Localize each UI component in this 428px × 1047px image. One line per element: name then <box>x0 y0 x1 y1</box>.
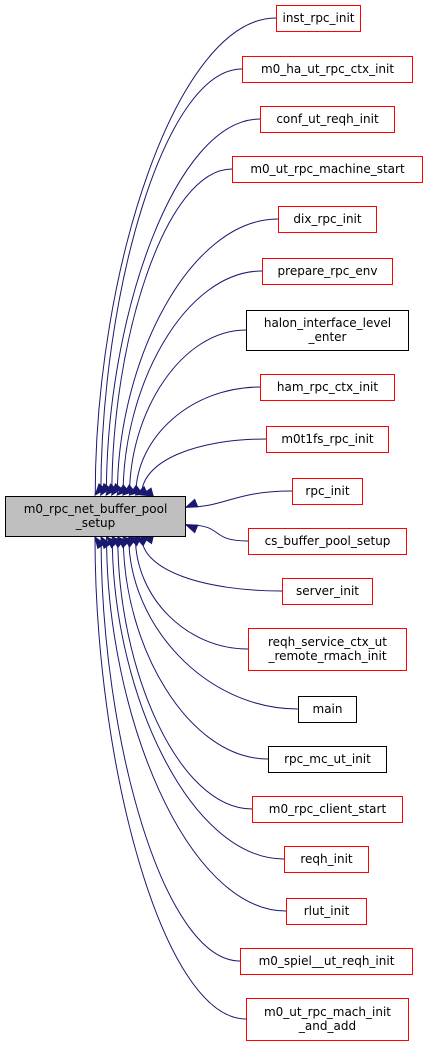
caller-node-12[interactable]: server_init <box>282 578 373 605</box>
caller-node-12-label-line: server_init <box>296 584 359 598</box>
caller-node-1[interactable]: inst_rpc_init <box>276 5 361 32</box>
root-node-box <box>5 496 186 537</box>
caller-node-7-label-line: halon_interface_level <box>264 316 391 330</box>
caller-node-6-box <box>262 258 393 285</box>
caller-node-14-box <box>298 696 357 723</box>
caller-node-7-box <box>246 310 409 351</box>
call-edge-9 <box>141 438 267 496</box>
caller-node-16[interactable]: m0_rpc_client_start <box>252 796 403 823</box>
call-edge-6 <box>122 270 263 496</box>
caller-node-18-label-line: rlut_init <box>304 904 350 918</box>
caller-node-13-box <box>248 628 407 671</box>
root-node-label-line: _setup <box>75 516 116 530</box>
caller-node-13-label-line: _remote_rmach_init <box>267 649 386 663</box>
call-edge-15 <box>122 536 269 760</box>
caller-node-6[interactable]: prepare_rpc_env <box>262 258 393 285</box>
call-edge-20 <box>94 536 247 1020</box>
caller-node-10[interactable]: rpc_init <box>292 478 363 505</box>
caller-node-5-box <box>278 206 377 233</box>
caller-node-1-box <box>276 5 361 32</box>
call-edge-12 <box>141 536 283 592</box>
caller-node-13[interactable]: reqh_service_ctx_ut_remote_rmach_init <box>248 628 407 671</box>
caller-node-19-box <box>240 948 413 975</box>
caller-node-2-label-line: m0_ha_ut_rpc_ctx_init <box>261 62 394 76</box>
caller-node-8-label-line: ham_rpc_ctx_init <box>277 380 378 394</box>
caller-node-16-box <box>252 796 403 823</box>
caller-node-4-label-line: m0_ut_rpc_machine_start <box>250 162 405 176</box>
caller-node-16-label-line: m0_rpc_client_start <box>269 802 387 816</box>
caller-node-11[interactable]: cs_buffer_pool_setup <box>248 528 407 555</box>
caller-node-7-label-line: _enter <box>307 330 346 344</box>
caller-node-9-box <box>266 426 389 453</box>
caller-node-17-box <box>284 846 369 873</box>
caller-node-15-label-line: rpc_mc_ut_init <box>284 752 371 766</box>
caller-node-4-box <box>232 156 423 183</box>
caller-node-9-label-line: m0t1fs_rpc_init <box>281 432 374 446</box>
caller-node-4[interactable]: m0_ut_rpc_machine_start <box>232 156 423 183</box>
call-edge-17 <box>111 536 285 860</box>
call-edge-8 <box>135 386 261 496</box>
caller-node-1-label-line: inst_rpc_init <box>282 11 354 25</box>
call-edge-16 <box>117 536 253 810</box>
call-edge-14 <box>128 536 299 710</box>
caller-node-11-label-line: cs_buffer_pool_setup <box>265 534 391 548</box>
caller-node-5[interactable]: dix_rpc_init <box>278 206 377 233</box>
caller-node-2[interactable]: m0_ha_ut_rpc_ctx_init <box>242 56 413 83</box>
caller-node-17-label-line: reqh_init <box>300 852 353 866</box>
caller-node-14[interactable]: main <box>298 696 357 723</box>
caller-node-8-box <box>260 374 395 401</box>
arrowhead-20 <box>94 535 106 550</box>
caller-node-13-label-line: reqh_service_ctx_ut <box>268 635 387 649</box>
call-edge-1 <box>94 17 277 496</box>
call-edge-4 <box>111 168 233 496</box>
caller-node-3[interactable]: conf_ut_reqh_init <box>260 106 395 133</box>
caller-node-15-box <box>268 746 387 773</box>
caller-node-19-label-line: m0_spiel__ut_reqh_init <box>259 954 395 968</box>
caller-node-20-label-line: _and_add <box>298 1019 356 1033</box>
root-node[interactable]: m0_rpc_net_buffer_pool_setup <box>5 496 186 537</box>
edges <box>94 17 299 1020</box>
call-edge-5 <box>116 218 279 496</box>
caller-node-20-label-line: m0_ut_rpc_mach_init <box>264 1005 391 1019</box>
caller-node-5-label-line: dix_rpc_init <box>293 212 361 226</box>
call-edge-3 <box>105 118 261 496</box>
caller-node-18[interactable]: rlut_init <box>286 898 367 925</box>
call-edge-18 <box>106 536 287 912</box>
arrowhead-1 <box>94 483 107 497</box>
caller-node-10-label-line: rpc_init <box>305 484 349 498</box>
arrowhead-11 <box>184 524 199 534</box>
caller-node-7[interactable]: halon_interface_level_enter <box>246 310 409 351</box>
caller-node-18-box <box>286 898 367 925</box>
call-edge-2 <box>100 68 243 496</box>
nodes: m0_rpc_net_buffer_pool_setup inst_rpc_ini… <box>5 5 423 1041</box>
caller-node-20-box <box>246 998 409 1041</box>
arrowhead-2 <box>99 482 112 497</box>
caller-node-9[interactable]: m0t1fs_rpc_init <box>266 426 389 453</box>
caller-node-14-label-line: main <box>313 702 343 716</box>
arrowhead-9 <box>140 487 154 497</box>
caller-node-8[interactable]: ham_rpc_ctx_init <box>260 374 395 401</box>
caller-node-3-label-line: conf_ut_reqh_init <box>276 112 379 126</box>
caller-node-17[interactable]: reqh_init <box>284 846 369 873</box>
root-node-label-line: m0_rpc_net_buffer_pool <box>24 502 168 516</box>
caller-node-12-box <box>282 578 373 605</box>
caller-node-6-label-line: prepare_rpc_env <box>278 264 378 278</box>
caller-node-11-box <box>248 528 407 555</box>
caller-node-10-box <box>292 478 363 505</box>
call-edge-13 <box>134 536 249 650</box>
call-edge-19 <box>100 536 241 962</box>
arrowhead-4 <box>110 483 123 497</box>
arrowhead-6 <box>121 484 135 496</box>
call-edge-7 <box>129 329 247 496</box>
call-edge-10 <box>185 490 293 508</box>
caller-node-2-box <box>242 56 413 83</box>
caller-node-15[interactable]: rpc_mc_ut_init <box>268 746 387 773</box>
caller-node-20[interactable]: m0_ut_rpc_mach_init_and_add <box>246 998 409 1041</box>
caller-node-19[interactable]: m0_spiel__ut_reqh_init <box>240 948 413 975</box>
arrowhead-10 <box>184 498 199 508</box>
caller-node-3-box <box>260 106 395 133</box>
